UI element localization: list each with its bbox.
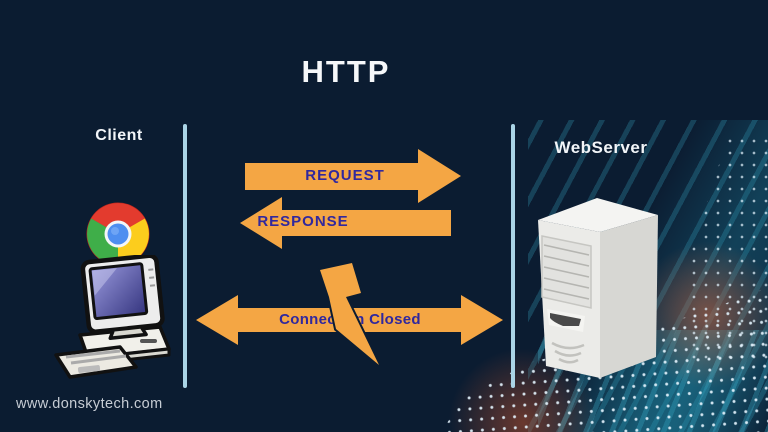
client-label: Client	[95, 127, 143, 144]
response-arrow	[240, 197, 451, 249]
website-watermark: www.donskytech.com	[16, 396, 163, 412]
response-arrow-label: RESPONSE	[257, 213, 349, 230]
request-arrow	[245, 149, 461, 203]
page-title: HTTP	[301, 54, 391, 89]
server-tower-icon	[538, 198, 658, 378]
server-lane-divider	[511, 124, 515, 388]
chrome-browser-icon	[86, 202, 150, 266]
webserver-label: WebServer	[554, 138, 648, 157]
desktop-computer-icon	[54, 255, 171, 379]
client-lane-divider	[183, 124, 187, 388]
request-arrow-label: REQUEST	[305, 167, 385, 184]
